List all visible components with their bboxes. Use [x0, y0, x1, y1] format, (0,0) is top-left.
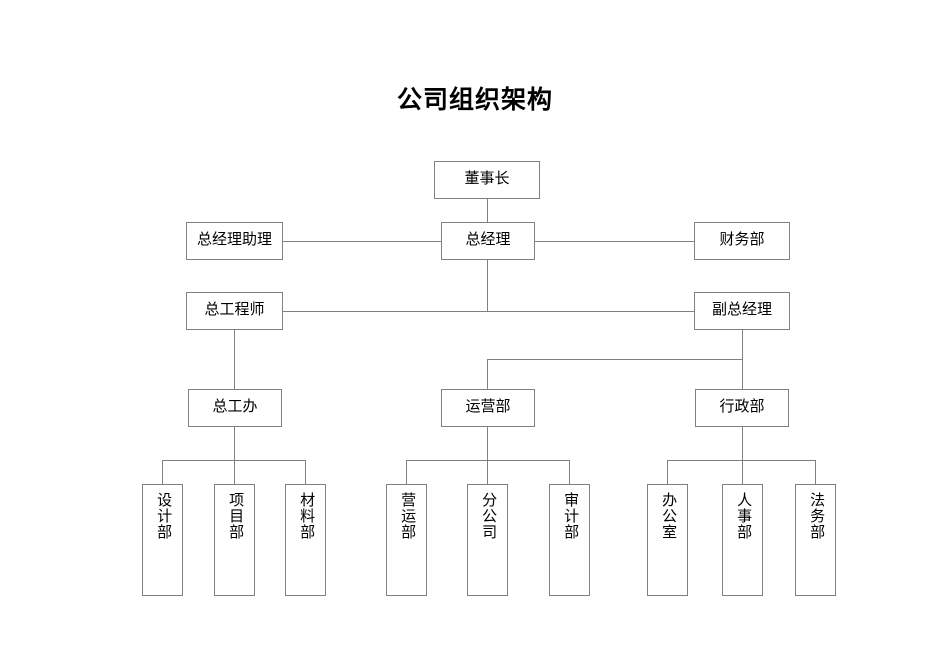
connector-gm-row-left: [283, 241, 441, 242]
node-deputy-gm[interactable]: 副总经理: [694, 292, 790, 330]
node-legal[interactable]: 法务部: [795, 484, 836, 596]
node-office-label: 办公室: [660, 492, 677, 540]
connector-ops-to-audit: [569, 460, 570, 484]
node-chief-engineer-office[interactable]: 总工办: [188, 389, 282, 427]
node-material[interactable]: 材料部: [285, 484, 326, 596]
node-project[interactable]: 项目部: [214, 484, 255, 596]
connector-deputy-gm-bar: [487, 359, 742, 360]
node-chief-engineer[interactable]: 总工程师: [186, 292, 283, 330]
connector-gm-row-right: [535, 241, 694, 242]
connector-bar-to-admin: [742, 359, 743, 389]
connector-cgo-to-material: [305, 460, 306, 484]
connector-admin-to-legal: [815, 460, 816, 484]
node-material-label: 材料部: [298, 492, 315, 540]
node-branch[interactable]: 分公司: [467, 484, 508, 596]
connector-chief-engineer-to-office: [234, 330, 235, 389]
node-project-label: 项目部: [227, 492, 244, 540]
node-legal-label: 法务部: [808, 492, 825, 540]
node-design-label: 设计部: [155, 492, 172, 540]
connector-cgo-bar: [162, 460, 305, 461]
connector-level3-bar: [283, 311, 694, 312]
connector-ops-stem: [487, 427, 488, 460]
node-operation-sub[interactable]: 营运部: [386, 484, 427, 596]
node-hr[interactable]: 人事部: [722, 484, 763, 596]
connector-ops-to-operation-sub: [406, 460, 407, 484]
connector-cgo-to-project: [234, 460, 235, 484]
node-hr-label: 人事部: [735, 492, 752, 540]
connector-admin-to-office: [667, 460, 668, 484]
connector-deputy-gm-down: [742, 330, 743, 359]
connector-ops-to-branch: [487, 460, 488, 484]
connector-admin-stem: [742, 427, 743, 460]
node-admin-dept[interactable]: 行政部: [695, 389, 789, 427]
node-finance[interactable]: 财务部: [694, 222, 790, 260]
node-chairman[interactable]: 董事长: [434, 161, 540, 199]
node-operations-dept[interactable]: 运营部: [441, 389, 535, 427]
connector-bar-to-operations: [487, 359, 488, 389]
connector-cgo-stem: [234, 427, 235, 460]
node-design[interactable]: 设计部: [142, 484, 183, 596]
connector-admin-to-hr: [742, 460, 743, 484]
node-audit-label: 审计部: [562, 492, 579, 540]
node-branch-label: 分公司: [480, 492, 497, 540]
node-audit[interactable]: 审计部: [549, 484, 590, 596]
node-gm[interactable]: 总经理: [441, 222, 535, 260]
node-office[interactable]: 办公室: [647, 484, 688, 596]
connector-gm-to-level3: [487, 260, 488, 311]
page-title: 公司组织架构: [396, 86, 553, 114]
connector-cgo-to-design: [162, 460, 163, 484]
connector-admin-bar: [667, 460, 815, 461]
node-gm-assistant[interactable]: 总经理助理: [186, 222, 283, 260]
node-operation-sub-label: 营运部: [399, 492, 416, 540]
connector-chairman-to-gm: [487, 199, 488, 222]
